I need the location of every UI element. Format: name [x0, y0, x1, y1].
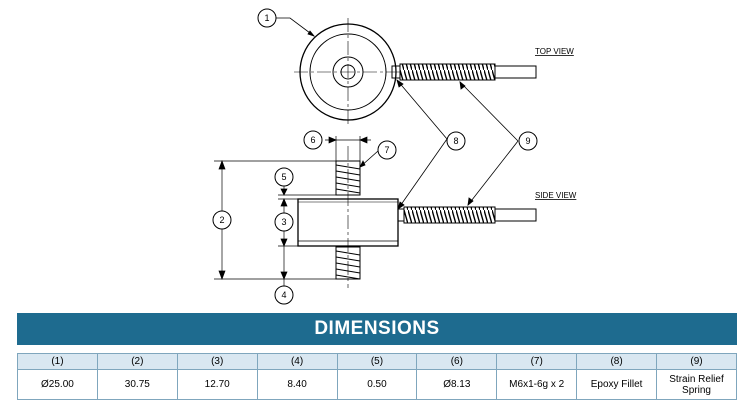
callout-bubbles: 1 2 3 4 5 6 7 8 9	[212, 8, 538, 305]
side-view	[297, 146, 405, 288]
top-view-cable	[399, 63, 537, 81]
callout-1: 1	[257, 8, 277, 28]
svg-text:3: 3	[281, 217, 286, 227]
dimension-lines	[214, 136, 371, 286]
value-cell: Epoxy Fillet	[576, 369, 657, 400]
callout-5: 5	[274, 167, 294, 187]
svg-text:9: 9	[525, 136, 530, 146]
callout-9: 9	[518, 131, 538, 151]
svg-text:1: 1	[264, 13, 269, 23]
header-cell: (6)	[416, 353, 498, 370]
svg-text:2: 2	[219, 215, 224, 225]
value-cell: Strain Relief Spring	[656, 369, 737, 400]
dimensions-table: (1) (2) (3) (4) (5) (6) (7) (8) (9) Ø25.…	[17, 353, 737, 400]
header-cell: (9)	[656, 353, 737, 370]
callout-4: 4	[274, 285, 294, 305]
value-cell: Ø8.13	[416, 369, 498, 400]
svg-text:5: 5	[281, 172, 286, 182]
callout-2: 2	[212, 210, 232, 230]
value-cell: 30.75	[96, 369, 178, 400]
callout-6: 6	[303, 130, 323, 150]
header-cell: (7)	[496, 353, 578, 370]
svg-text:6: 6	[310, 135, 315, 145]
callout-3: 3	[274, 212, 294, 232]
header-cell: (3)	[176, 353, 258, 370]
header-cell: (2)	[96, 353, 178, 370]
technical-drawing: TOP VIEW SIDE VIEW	[212, 8, 577, 305]
svg-text:8: 8	[453, 136, 458, 146]
side-view-label: SIDE VIEW	[535, 191, 577, 200]
callout-7: 7	[377, 140, 397, 160]
top-view-label: TOP VIEW	[535, 47, 574, 56]
value-cell: M6x1-6g x 2	[496, 369, 578, 400]
value-cell: 8.40	[256, 369, 338, 400]
value-cell: Ø25.00	[17, 369, 98, 400]
header-cell: (5)	[336, 353, 418, 370]
table-header-row: (1) (2) (3) (4) (5) (6) (7) (8) (9)	[17, 353, 737, 370]
leader-lines	[276, 17, 519, 210]
value-cell: 0.50	[336, 369, 418, 400]
value-cell: 12.70	[176, 369, 258, 400]
header-cell: (1)	[17, 353, 98, 370]
header-cell: (4)	[256, 353, 338, 370]
header-cell: (8)	[576, 353, 657, 370]
callout-8: 8	[446, 131, 466, 151]
table-value-row: Ø25.00 30.75 12.70 8.40 0.50 Ø8.13 M6x1-…	[17, 369, 737, 400]
top-view	[294, 18, 402, 126]
svg-text:7: 7	[384, 145, 389, 155]
dimensions-banner: DIMENSIONS	[17, 313, 737, 345]
side-view-cable	[403, 206, 537, 224]
svg-text:4: 4	[281, 290, 286, 300]
